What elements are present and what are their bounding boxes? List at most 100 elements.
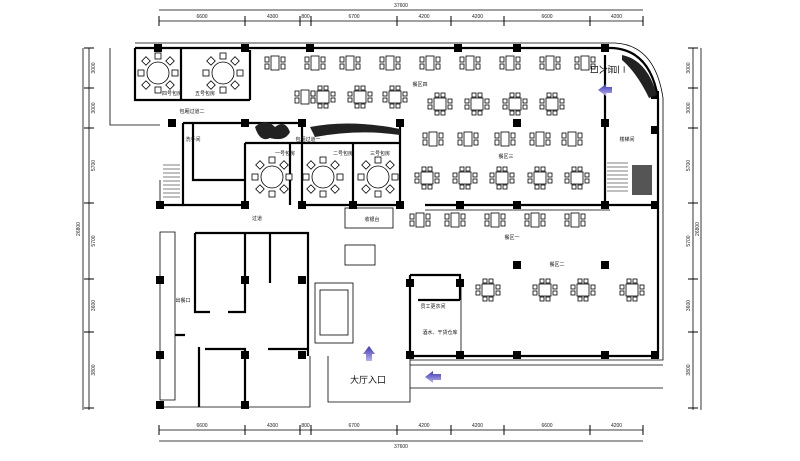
chair bbox=[251, 173, 259, 181]
column bbox=[298, 119, 306, 127]
label-private-room-3: 三号包房 bbox=[370, 150, 390, 157]
chair bbox=[527, 178, 533, 184]
chair bbox=[580, 213, 586, 220]
chair bbox=[389, 103, 395, 109]
chair bbox=[509, 110, 515, 116]
table-4-seat bbox=[414, 166, 440, 190]
chair bbox=[361, 160, 371, 170]
dim-segment-label: 5700 bbox=[686, 160, 692, 171]
chair bbox=[590, 63, 596, 70]
chair bbox=[255, 184, 265, 194]
table-booth bbox=[539, 55, 561, 71]
round-table bbox=[251, 156, 293, 198]
chair bbox=[434, 110, 440, 116]
chair bbox=[409, 213, 415, 220]
chair bbox=[434, 92, 440, 98]
chair bbox=[459, 166, 465, 172]
column bbox=[241, 201, 249, 209]
chair bbox=[555, 56, 561, 63]
table-booth bbox=[499, 55, 521, 71]
planters bbox=[255, 55, 657, 195]
table-booth bbox=[484, 212, 506, 228]
table-4-seat bbox=[539, 92, 565, 116]
chair bbox=[435, 56, 441, 63]
chair bbox=[465, 184, 471, 190]
dim-segment-label: 3600 bbox=[686, 300, 692, 311]
chair bbox=[141, 80, 151, 90]
chair bbox=[280, 56, 286, 63]
chair bbox=[464, 98, 470, 104]
chair bbox=[484, 213, 490, 220]
chair bbox=[402, 97, 408, 103]
chair bbox=[546, 110, 552, 116]
chair bbox=[264, 63, 270, 70]
table-4-seat bbox=[570, 278, 596, 302]
chair bbox=[488, 278, 494, 284]
chair bbox=[515, 110, 521, 116]
chair bbox=[323, 85, 329, 91]
dim-segment-label: 5700 bbox=[686, 235, 692, 246]
table-booth bbox=[494, 131, 516, 147]
chair bbox=[330, 97, 336, 103]
table-4-seat bbox=[532, 278, 558, 302]
chair bbox=[457, 139, 463, 146]
chair bbox=[320, 63, 326, 70]
label-private-room-4: 四号包房 bbox=[162, 90, 182, 97]
chair bbox=[317, 103, 323, 109]
chair bbox=[427, 98, 433, 104]
chair bbox=[540, 166, 546, 172]
table-4-seat bbox=[310, 85, 336, 109]
chair bbox=[447, 98, 453, 104]
dim-segment-label: 3000 bbox=[91, 62, 97, 73]
chair bbox=[414, 172, 420, 178]
dim-segment-label: 4300 bbox=[267, 14, 278, 20]
chair bbox=[496, 184, 502, 190]
chair bbox=[379, 56, 385, 63]
chair bbox=[540, 184, 546, 190]
table-4-seat bbox=[452, 166, 478, 190]
label-private-room-2: 二号包房 bbox=[333, 150, 353, 157]
chair bbox=[347, 91, 353, 97]
chair bbox=[171, 69, 179, 77]
column bbox=[156, 351, 164, 359]
chair bbox=[499, 63, 505, 70]
label-dining-area-3: 餐区三 bbox=[498, 153, 513, 160]
chair bbox=[539, 278, 545, 284]
chair bbox=[590, 56, 596, 63]
chair bbox=[385, 160, 395, 170]
chair bbox=[545, 132, 551, 139]
dim-segment-label: 6600 bbox=[196, 14, 207, 20]
chair bbox=[534, 184, 540, 190]
chair bbox=[488, 296, 494, 302]
chair bbox=[496, 166, 502, 172]
column bbox=[241, 401, 249, 409]
chair bbox=[484, 98, 490, 104]
chair bbox=[154, 86, 162, 94]
chair bbox=[459, 63, 465, 70]
dim-segment-label: 6700 bbox=[348, 14, 359, 20]
chair bbox=[236, 69, 244, 77]
label-private-room-1: 一号包房 bbox=[275, 150, 295, 157]
arrow-left-icon bbox=[425, 371, 441, 383]
chair bbox=[317, 85, 323, 91]
label-private-room-5: 五号包房 bbox=[195, 90, 215, 97]
column bbox=[298, 351, 306, 359]
chair bbox=[165, 56, 175, 66]
table-booth bbox=[524, 212, 546, 228]
chair bbox=[339, 56, 345, 63]
chair bbox=[477, 110, 483, 116]
chair bbox=[294, 90, 300, 97]
dim-segment-label: 4200 bbox=[418, 423, 429, 429]
round-tables bbox=[137, 52, 399, 198]
room-labels: 四号包房 五号包房 包厢过道二 洗手间 包厢过道一 一号包房 二号包房 三号包房… bbox=[162, 81, 635, 336]
chair bbox=[367, 97, 373, 103]
chair bbox=[444, 213, 450, 220]
chair bbox=[539, 296, 545, 302]
label-corridor-2: 包厢过道二 bbox=[179, 108, 204, 115]
chair bbox=[584, 178, 590, 184]
column bbox=[241, 276, 249, 284]
chair bbox=[230, 56, 240, 66]
